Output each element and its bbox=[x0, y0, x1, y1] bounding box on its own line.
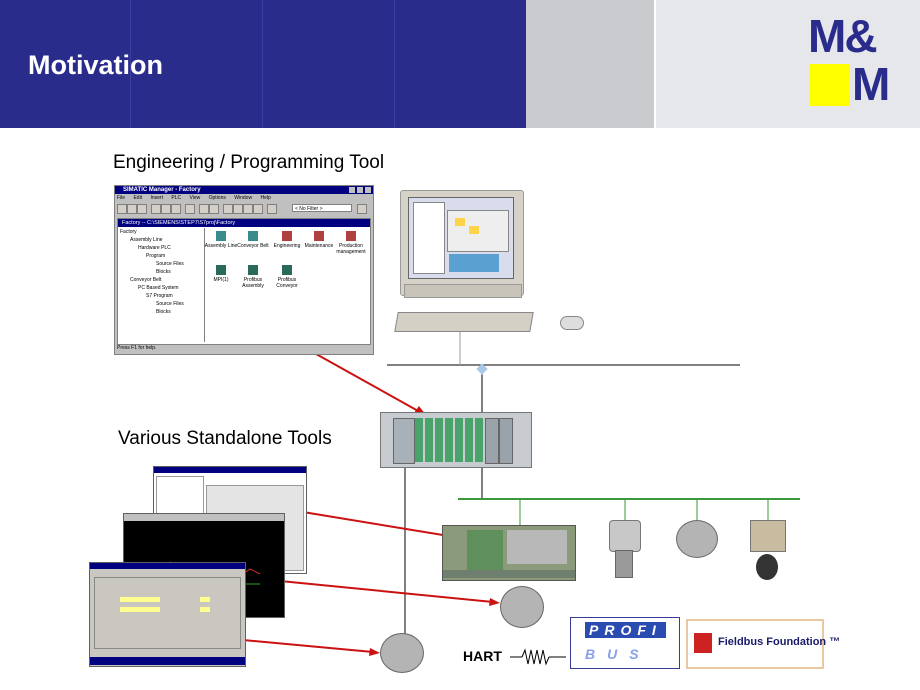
valve-device-3 bbox=[380, 633, 424, 673]
profibus-logo: PROFI BUS bbox=[570, 617, 680, 669]
slide-title: Motivation bbox=[28, 50, 163, 80]
caption-standalone: Various Standalone Tools bbox=[118, 428, 332, 449]
tree-item[interactable]: Factory bbox=[120, 229, 137, 235]
find-icon[interactable] bbox=[267, 204, 277, 214]
caption-engineering: Engineering / Programming Tool bbox=[113, 152, 385, 173]
offline-icon[interactable] bbox=[209, 204, 219, 214]
open-icon[interactable] bbox=[127, 204, 137, 214]
project-object[interactable]: Conveyor Belt bbox=[236, 231, 270, 249]
menu-edit[interactable]: Edit bbox=[133, 195, 143, 201]
close-icon[interactable] bbox=[365, 187, 371, 193]
list-icon[interactable] bbox=[243, 204, 253, 214]
window-title: SIMATIC Manager - Factory bbox=[115, 186, 373, 194]
monitor-screen bbox=[408, 197, 514, 279]
fieldbus-label: Fieldbus Foundation ™ bbox=[718, 636, 841, 648]
project-object[interactable]: Profibus Conveyor bbox=[270, 265, 304, 289]
project-object[interactable]: Production management bbox=[334, 231, 368, 255]
tree-item[interactable]: PC Based System bbox=[138, 285, 179, 291]
header-mid-panel bbox=[526, 0, 654, 128]
object-label: Profibus Conveyor bbox=[276, 277, 298, 289]
tree-item[interactable]: Blocks bbox=[156, 269, 171, 275]
online-icon[interactable] bbox=[199, 204, 209, 214]
remote-io-station bbox=[442, 525, 576, 581]
small-icons-icon[interactable] bbox=[233, 204, 243, 214]
computer-base bbox=[404, 284, 522, 298]
header-stripe bbox=[262, 0, 263, 128]
standalone-tool-screen-3 bbox=[89, 562, 246, 667]
object-label: Assembly Line bbox=[204, 243, 238, 249]
project-window: Factory -- C:\SIEMENS\STEP7\S7proj\Facto… bbox=[117, 218, 371, 345]
tree-item[interactable]: S7 Program bbox=[146, 293, 173, 299]
pressure-transmitter bbox=[605, 520, 643, 578]
logo-text-bottom: M bbox=[852, 58, 891, 110]
header-right-panel bbox=[656, 0, 920, 128]
mouse bbox=[560, 316, 584, 330]
profibus-bottom-text: BUS bbox=[585, 646, 651, 662]
network-icon[interactable] bbox=[137, 204, 147, 214]
tree-item[interactable]: Source Files bbox=[156, 261, 184, 267]
fieldbus-foundation-logo: Fieldbus Foundation ™ bbox=[686, 619, 840, 669]
logo-yellow-square bbox=[810, 64, 850, 106]
valve-device-2 bbox=[500, 586, 544, 628]
menu-bar: File Edit Insert PLC View Options Window… bbox=[117, 195, 278, 202]
tree-item[interactable]: Program bbox=[146, 253, 166, 259]
project-object[interactable]: Assembly Line bbox=[204, 231, 238, 249]
logo-text-top: M& bbox=[808, 10, 878, 62]
tree-item[interactable]: Source Files bbox=[156, 301, 184, 307]
menu-insert[interactable]: Insert bbox=[150, 195, 163, 201]
object-label: Maintenance bbox=[304, 243, 334, 249]
tree-item[interactable]: Blocks bbox=[156, 309, 171, 315]
download-icon[interactable] bbox=[185, 204, 195, 214]
workstation-monitor bbox=[400, 190, 524, 296]
fieldbus-mark-icon bbox=[694, 633, 712, 653]
object-label: Engineering bbox=[273, 243, 301, 249]
menu-view[interactable]: View bbox=[189, 195, 201, 201]
profibus-top-text: PROFI bbox=[585, 622, 666, 638]
header-stripe bbox=[394, 0, 395, 128]
tree-item[interactable]: Assembly Line bbox=[130, 237, 163, 243]
large-icons-icon[interactable] bbox=[223, 204, 233, 214]
menu-file[interactable]: File bbox=[117, 195, 126, 201]
tree-item[interactable]: Hardware PLC bbox=[138, 245, 171, 251]
object-label: MPI(1) bbox=[213, 277, 229, 283]
keyboard bbox=[394, 312, 534, 332]
project-object[interactable]: Profibus Assembly bbox=[236, 265, 270, 289]
help-icon[interactable] bbox=[357, 204, 367, 214]
object-label: Profibus Assembly bbox=[242, 277, 264, 289]
simatic-manager-window: SIMATIC Manager - Factory File Edit Inse… bbox=[114, 185, 374, 355]
new-icon[interactable] bbox=[117, 204, 127, 214]
status-bar: Press F1 for help. bbox=[117, 345, 157, 351]
company-logo: M& M bbox=[808, 10, 902, 110]
toolbar: < No Filter > bbox=[117, 204, 369, 214]
menu-window[interactable]: Window bbox=[234, 195, 253, 201]
menu-options[interactable]: Options bbox=[208, 195, 226, 201]
cut-icon[interactable] bbox=[151, 204, 161, 214]
tree-item[interactable]: Conveyor Belt bbox=[130, 277, 162, 283]
object-label: Conveyor Belt bbox=[237, 243, 269, 249]
menu-plc[interactable]: PLC bbox=[171, 195, 182, 201]
project-object[interactable]: MPI(1) bbox=[204, 265, 238, 283]
details-icon[interactable] bbox=[253, 204, 263, 214]
paste-icon[interactable] bbox=[171, 204, 181, 214]
header-band bbox=[0, 0, 526, 128]
maximize-icon[interactable] bbox=[357, 187, 363, 193]
project-object[interactable]: Engineering bbox=[270, 231, 304, 249]
minimize-icon[interactable] bbox=[349, 187, 355, 193]
object-label: Production management bbox=[336, 243, 366, 255]
valve-device bbox=[676, 520, 718, 558]
filter-select[interactable]: < No Filter > bbox=[292, 204, 352, 212]
flow-meter bbox=[748, 520, 788, 582]
plc-rack bbox=[380, 412, 532, 468]
header-stripe bbox=[130, 0, 131, 128]
project-tree: Factory Assembly Line Hardware PLC Progr… bbox=[120, 229, 202, 341]
pane-divider[interactable] bbox=[204, 228, 205, 342]
project-window-title: Factory -- C:\SIEMENS\STEP7\S7proj\Facto… bbox=[118, 219, 370, 227]
project-object[interactable]: Maintenance bbox=[302, 231, 336, 249]
menu-help[interactable]: Help bbox=[260, 195, 271, 201]
hart-label: HART bbox=[463, 648, 502, 664]
copy-icon[interactable] bbox=[161, 204, 171, 214]
